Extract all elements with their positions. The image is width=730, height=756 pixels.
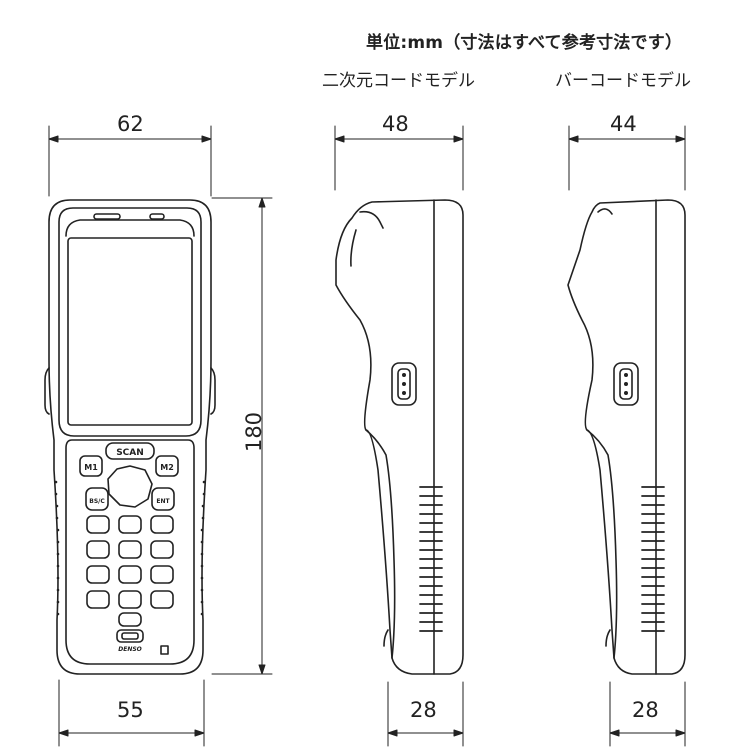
m1-key-label: M1 — [84, 463, 98, 472]
bsc-key-label: BS/C — [89, 498, 105, 505]
m2-key-label: M2 — [160, 463, 174, 472]
number-keys — [86, 515, 174, 627]
scan-key — [105, 442, 155, 460]
front-view: SCAN M1 M2 BS/C ENT DENSO — [44, 199, 216, 675]
front-grip-dimension: 55 — [117, 698, 144, 722]
side-view-2d — [335, 199, 464, 675]
side-2d-grip-dimension: 28 — [410, 698, 437, 722]
model-2d-label: 二次元コードモデル — [322, 71, 475, 91]
unit-note: 単位:mm（寸法はすべて参考寸法です） — [366, 33, 683, 53]
nav-pad — [107, 465, 153, 508]
model-barcode-label: バーコードモデル — [555, 71, 691, 91]
ent-key-label: ENT — [156, 498, 170, 505]
m1-key — [79, 455, 103, 477]
side-barcode-grip-dimension: 28 — [632, 698, 659, 722]
side-2d-depth-dimension: 48 — [382, 112, 409, 136]
brand-logo: DENSO — [118, 646, 142, 653]
dimension-lines — [48, 125, 686, 747]
ent-key — [151, 487, 175, 511]
front-width-dimension: 62 — [117, 112, 144, 136]
m2-key — [155, 455, 179, 477]
side-barcode-depth-dimension: 44 — [610, 112, 637, 136]
bsc-key — [85, 487, 109, 511]
scan-key-label: SCAN — [116, 448, 144, 458]
side-view-barcode — [567, 199, 686, 675]
